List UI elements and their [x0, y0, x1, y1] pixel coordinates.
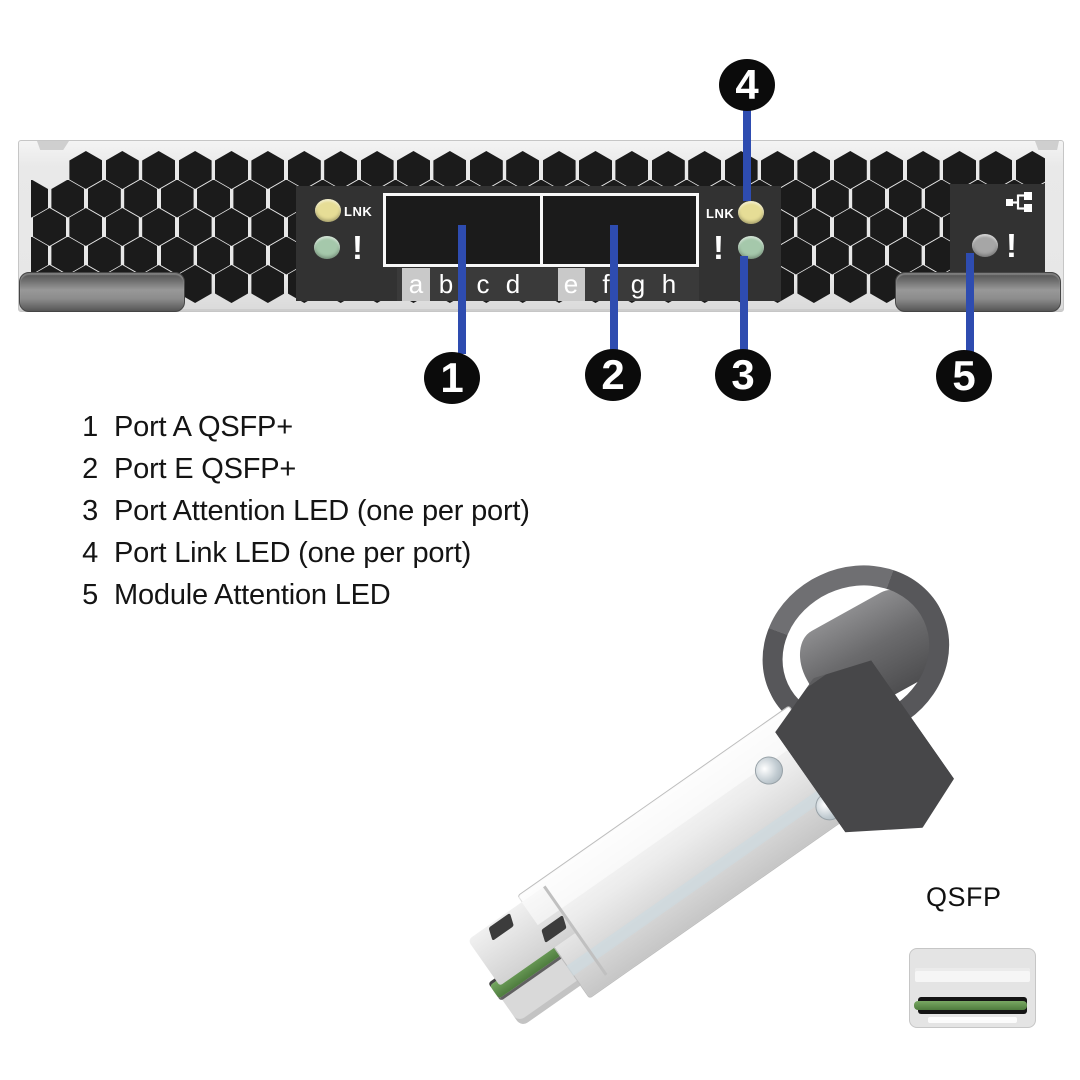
port-letter-c: c	[476, 268, 490, 299]
port-a-tab	[402, 268, 430, 301]
legend-item-4: 4 Port Link LED (one per port)	[64, 532, 471, 574]
port-e-link-label: LNK	[706, 206, 735, 221]
vent-hexagon	[31, 179, 48, 218]
plate-corner-chamfer-right	[1035, 141, 1059, 150]
callout-1: 1	[424, 352, 480, 404]
port-letter-f: f	[602, 268, 610, 299]
port-a-link-led	[315, 199, 341, 222]
callout-line-2	[610, 225, 618, 353]
legend-item-2: 2 Port E QSFP+	[64, 448, 296, 490]
port-e-attention-led	[738, 236, 764, 259]
legend-item-label: Port A QSFP+	[114, 410, 293, 443]
callout-number: 4	[735, 61, 759, 108]
callout-line-1	[458, 225, 466, 354]
plate-corner-chamfer-left	[37, 141, 69, 150]
qsfp-port-icon	[909, 948, 1036, 1028]
port-e-tab	[558, 268, 585, 301]
callout-5: 5	[936, 350, 992, 402]
legend-item-label: Port Link LED (one per port)	[114, 536, 472, 569]
network-icon	[1006, 192, 1032, 212]
right-handle	[895, 272, 1061, 312]
callout-number: 2	[601, 351, 625, 398]
callout-4: 4	[719, 59, 775, 111]
port-letter-a: a	[408, 268, 424, 299]
legend-item-1: 1 Port A QSFP+	[64, 406, 293, 448]
legend-item-label: Port E QSFP+	[114, 452, 297, 485]
vent-hexagon	[251, 265, 285, 303]
callout-line-4	[743, 109, 751, 201]
port-a-link-label: LNK	[344, 204, 373, 219]
port-e-attention-symbol: !	[713, 229, 724, 266]
qsfp-icon-pcb-edge	[914, 1001, 1027, 1010]
left-handle	[19, 272, 185, 312]
legend-item-3: 3 Port Attention LED (one per port)	[64, 490, 530, 532]
port-letter-h: h	[661, 268, 677, 299]
callout-line-3	[740, 256, 748, 353]
qsfp-label: QSFP	[926, 882, 1002, 912]
module-attention-symbol: !	[1006, 227, 1017, 264]
callout-number: 1	[440, 354, 464, 401]
port-letter-b: b	[438, 268, 454, 299]
legend-item-number: 1	[82, 410, 98, 443]
callout-3: 3	[715, 349, 771, 401]
legend-item-number: 2	[82, 452, 98, 485]
legend-item-number: 4	[82, 536, 98, 569]
legend-item-label: Port Attention LED (one per port)	[114, 494, 530, 527]
legend-item-5: 5 Module Attention LED	[64, 574, 391, 616]
port-letter-d: d	[505, 268, 521, 299]
qsfp-icon-top-stripe	[915, 968, 1030, 982]
qsfp-port-cages	[383, 193, 699, 267]
port-e-qsfp-opening	[542, 196, 696, 264]
vent-hexagon	[215, 265, 248, 303]
callout-line-5	[966, 253, 974, 354]
module-attention-led	[972, 234, 998, 257]
legend-item-number: 5	[82, 578, 98, 611]
port-e-link-led	[738, 201, 764, 224]
port-letter-e: e	[563, 268, 579, 299]
legend-item-number: 3	[82, 494, 98, 527]
vent-hexagon	[797, 265, 831, 303]
qsfp-icon-bottom-stripe	[928, 1017, 1017, 1023]
vent-hexagon	[31, 236, 48, 275]
port-a-attention-led	[314, 236, 340, 259]
callout-number: 3	[731, 351, 755, 398]
legend-item-label: Module Attention LED	[114, 578, 391, 611]
callout-2: 2	[585, 349, 641, 401]
port-a-attention-symbol: !	[352, 229, 363, 266]
port-letter-g: g	[630, 268, 646, 299]
vent-hexagon	[833, 265, 867, 303]
callout-number: 5	[952, 352, 976, 399]
